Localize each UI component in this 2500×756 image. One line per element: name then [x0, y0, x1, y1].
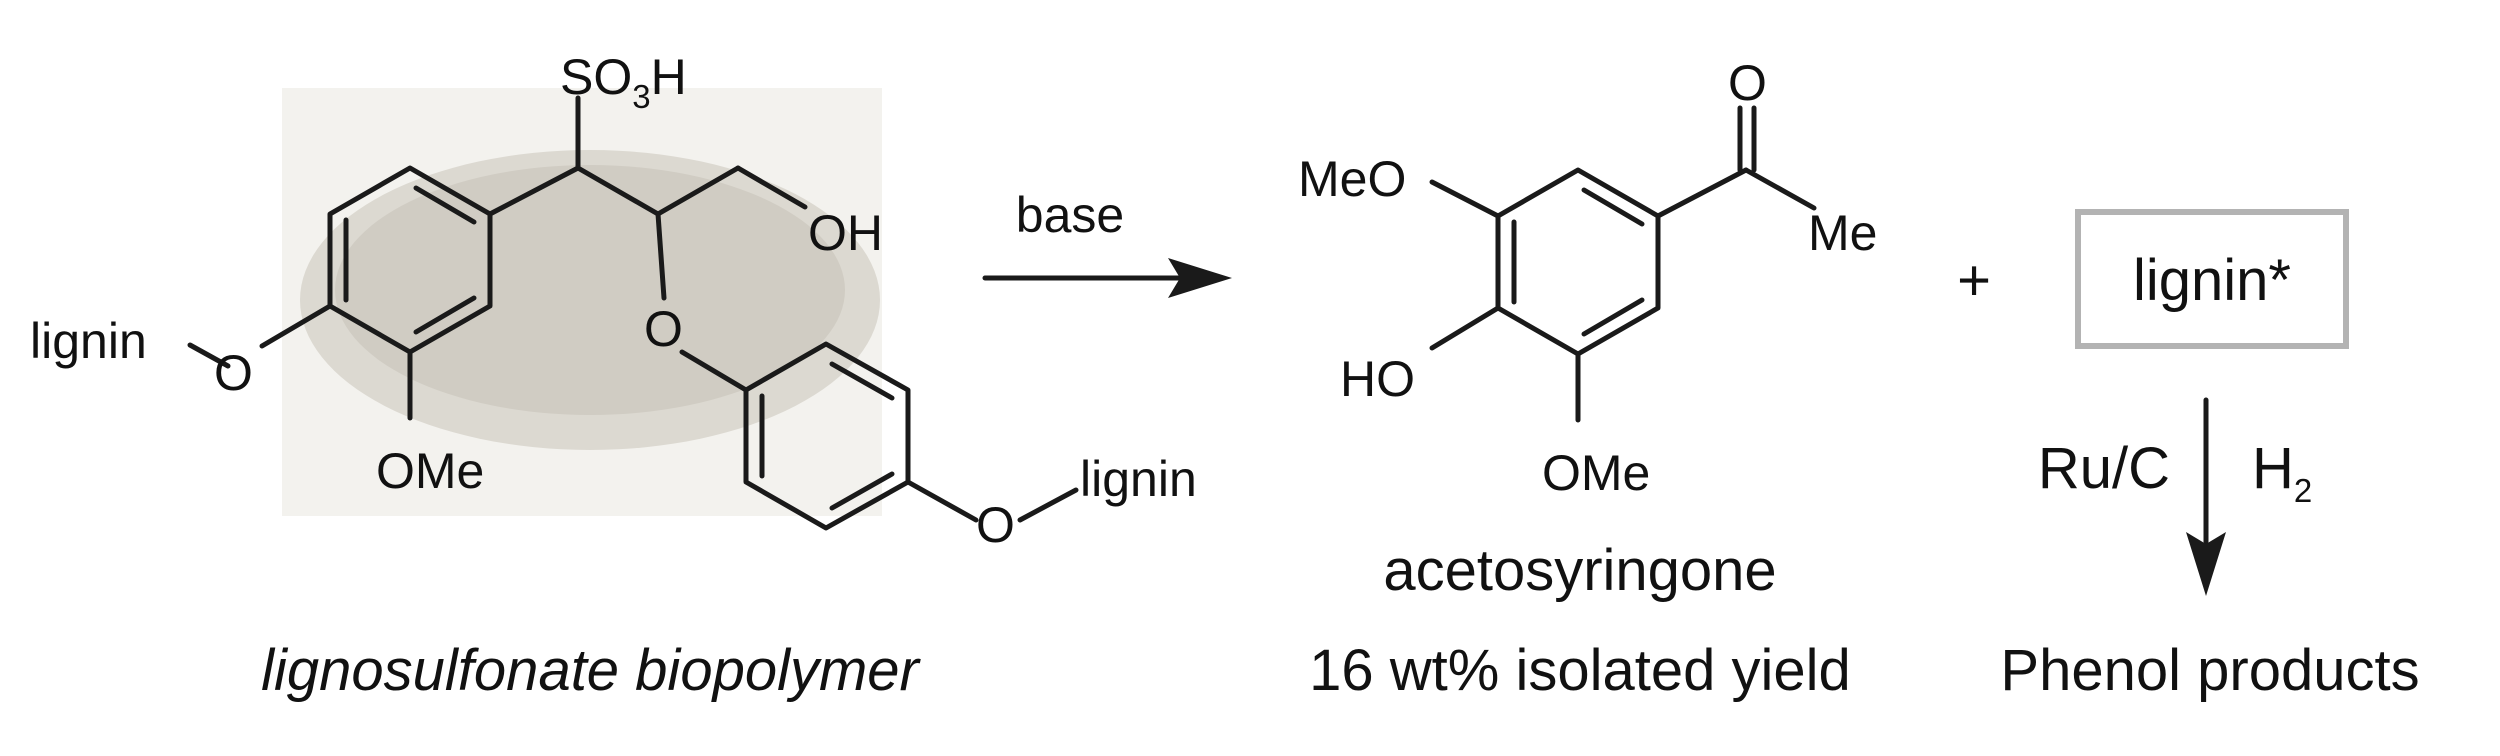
- ether-oxygen-center: O: [644, 301, 683, 357]
- ether-oxygen-right: O: [976, 497, 1015, 553]
- acetosyringone-structure: O Me MeO HO OMe acetosyringone 16 wt% is…: [1298, 55, 1877, 703]
- bond-o-ring-b: [679, 349, 749, 393]
- bond-ring-calpha: [487, 165, 581, 217]
- bond-ring-meo: [1429, 179, 1501, 219]
- base-reaction-arrow: base: [982, 187, 1232, 298]
- bond-ring-carbonyl: [1655, 167, 1749, 219]
- bond-cgamma-oh: [735, 165, 808, 210]
- acetosyringone-yield: 16 wt% isolated yield: [1309, 638, 1851, 703]
- acetosyringone-name: acetosyringone: [1383, 538, 1776, 603]
- methyl-label: Me: [1808, 205, 1877, 261]
- ring-c: [1495, 167, 1661, 357]
- bond-calpha-cbeta: [575, 165, 661, 217]
- ether-oxygen-left: O: [214, 345, 253, 401]
- down-arrow-head: [2186, 532, 2226, 596]
- lignin-left-label: lignin: [30, 313, 147, 369]
- catalyst-label: Ru/C: [2038, 436, 2170, 501]
- hydrogenation-arrow: Ru/C H2: [2038, 397, 2312, 596]
- bond-o-right-lignin: [1017, 487, 1079, 523]
- sulfonic-acid-label: SO3H: [560, 49, 687, 115]
- arrow-head: [1168, 258, 1232, 298]
- ring-c-double-2: [1581, 297, 1645, 337]
- ring-c-double-1: [1581, 187, 1645, 227]
- ring-b-double-1: [829, 361, 895, 401]
- meo-top-label: MeO: [1298, 151, 1406, 207]
- ring-a-double-1: [413, 185, 477, 225]
- ome-bottom-label: OMe: [1542, 445, 1650, 501]
- base-reagent-label: base: [1016, 187, 1124, 243]
- bond-ring-ho: [1429, 305, 1501, 351]
- petri-dish-inner: [335, 165, 845, 415]
- lignosulfonate-caption: lignosulfonate biopolymer: [261, 638, 921, 703]
- bond-cbeta-cgamma: [655, 165, 741, 217]
- carbonyl-oxygen-label: O: [1728, 55, 1767, 111]
- lignosulfonate-photo: [282, 88, 882, 516]
- hydroxy-label: HO: [1340, 351, 1415, 407]
- lignin-star-border: [2075, 209, 2349, 349]
- ring-b-double-2: [829, 471, 895, 511]
- hydroxyl-label: OH: [808, 205, 883, 261]
- lignin-star-label: lignin*: [2133, 248, 2291, 313]
- hydrogen-label: H2: [2252, 436, 2312, 509]
- bond-ring-b-o-right: [905, 479, 979, 523]
- bond-carbonyl-methyl: [1743, 167, 1817, 211]
- methoxy-label: OMe: [376, 443, 484, 499]
- lignin-star-box: lignin*: [2075, 209, 2349, 349]
- ring-a-double-2: [413, 295, 477, 335]
- bond-ring-a-o-left: [259, 303, 333, 349]
- lignin-right-label: lignin: [1080, 451, 1197, 507]
- lignosulfonate-structure: SO3H OH O O lignin OMe O lignin lignosul…: [30, 49, 1197, 703]
- bond-o-left-lignin: [187, 342, 231, 369]
- plus-sign: +: [1957, 248, 1991, 313]
- phenol-products-label: Phenol products: [2000, 638, 2419, 703]
- bond-cbeta-o: [655, 211, 667, 301]
